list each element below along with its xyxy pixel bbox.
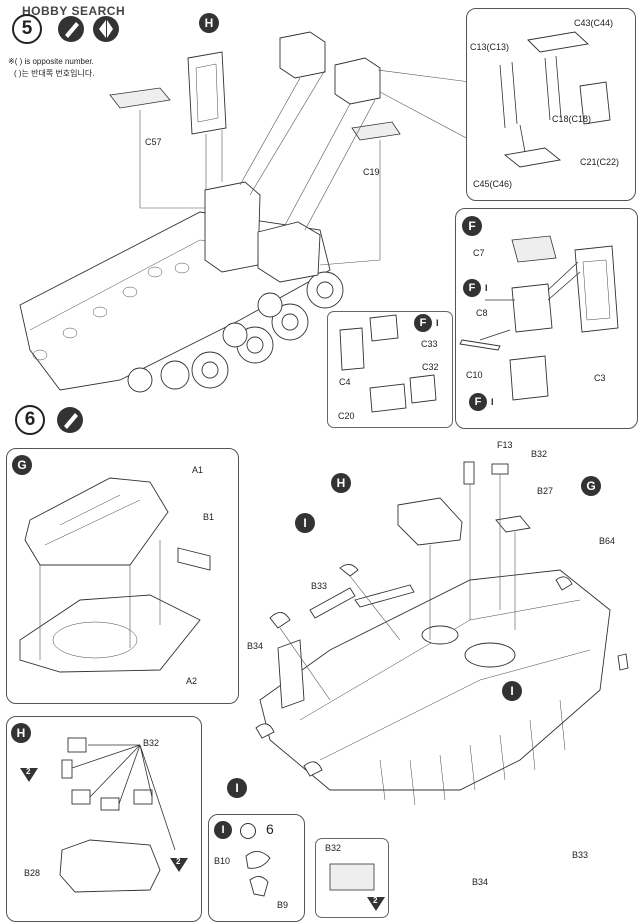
callout-G-box: G — [12, 455, 32, 475]
label-a2: A2 — [186, 676, 198, 686]
label-c13: C13(C13) — [470, 42, 510, 52]
label-c32: C32 — [422, 362, 439, 372]
label-c33: C33 — [421, 339, 438, 349]
callout-F-I-2-sub: I — [491, 397, 494, 407]
label-c45: C45(C46) — [473, 179, 513, 189]
callout-I-box: I — [214, 821, 232, 839]
label-b34-main-b: B34 — [472, 877, 489, 887]
callout-F-I-1-sub: I — [485, 283, 488, 293]
label-c20: C20 — [338, 411, 355, 421]
label-b27: B27 — [537, 486, 554, 496]
callout-F-I-small: F — [414, 314, 432, 332]
label-b64: B64 — [599, 536, 616, 546]
label-b9: B9 — [277, 900, 289, 910]
label-c19: C19 — [363, 167, 380, 177]
callout-F-I-small-sub: I — [436, 318, 439, 328]
callout-G-main: G — [581, 476, 601, 496]
marker-2-left: 2 — [26, 767, 31, 776]
marker-2-right: 2 — [176, 857, 181, 866]
callout-H-main: H — [331, 473, 351, 493]
label-b1: B1 — [203, 512, 215, 522]
label-b28: B28 — [24, 868, 41, 878]
label-c3: C3 — [594, 373, 606, 383]
label-c4: C4 — [339, 377, 351, 387]
label-b10: B10 — [214, 856, 231, 866]
callout-H-box: H — [11, 723, 31, 743]
step-5-number: 5 — [12, 14, 42, 44]
note-opposite-kr: ( )는 반대쪽 번호입니다. — [14, 69, 95, 78]
callout-I-main-3: I — [227, 778, 247, 798]
label-b32-small: B32 — [325, 843, 342, 853]
callout-H-step5: H — [199, 13, 219, 33]
count-6: 6 — [266, 821, 274, 837]
callout-F-detail: F — [462, 216, 482, 236]
step-6-number: 6 — [15, 405, 45, 435]
callout-F-I-2: F — [469, 393, 487, 411]
label-b33-main-b: B33 — [572, 850, 589, 860]
callout-F-I-1: F — [463, 279, 481, 297]
watermark: HOBBY SEARCH — [22, 4, 126, 18]
label-a1: A1 — [192, 465, 204, 475]
sprue-icon — [240, 823, 256, 839]
label-c10: C10 — [466, 370, 483, 380]
label-c43: C43(C44) — [574, 18, 614, 28]
callout-I-main-1: I — [295, 513, 315, 533]
note-opposite-en: ※( ) is opposite number. — [8, 57, 94, 66]
callout-I-main-2: I — [502, 681, 522, 701]
label-b34-main-a: B34 — [247, 641, 264, 651]
label-c18: C18(C18) — [552, 114, 592, 124]
label-c8: C8 — [476, 308, 488, 318]
label-b32-main: B32 — [531, 449, 548, 459]
label-b32-boxH: B32 — [143, 738, 160, 748]
label-c21: C21(C22) — [580, 157, 620, 167]
label-f13: F13 — [497, 440, 513, 450]
label-c7: C7 — [473, 248, 485, 258]
label-c57: C57 — [145, 137, 162, 147]
marker-2-small: 2 — [373, 896, 378, 905]
label-b33-main-a: B33 — [311, 581, 328, 591]
